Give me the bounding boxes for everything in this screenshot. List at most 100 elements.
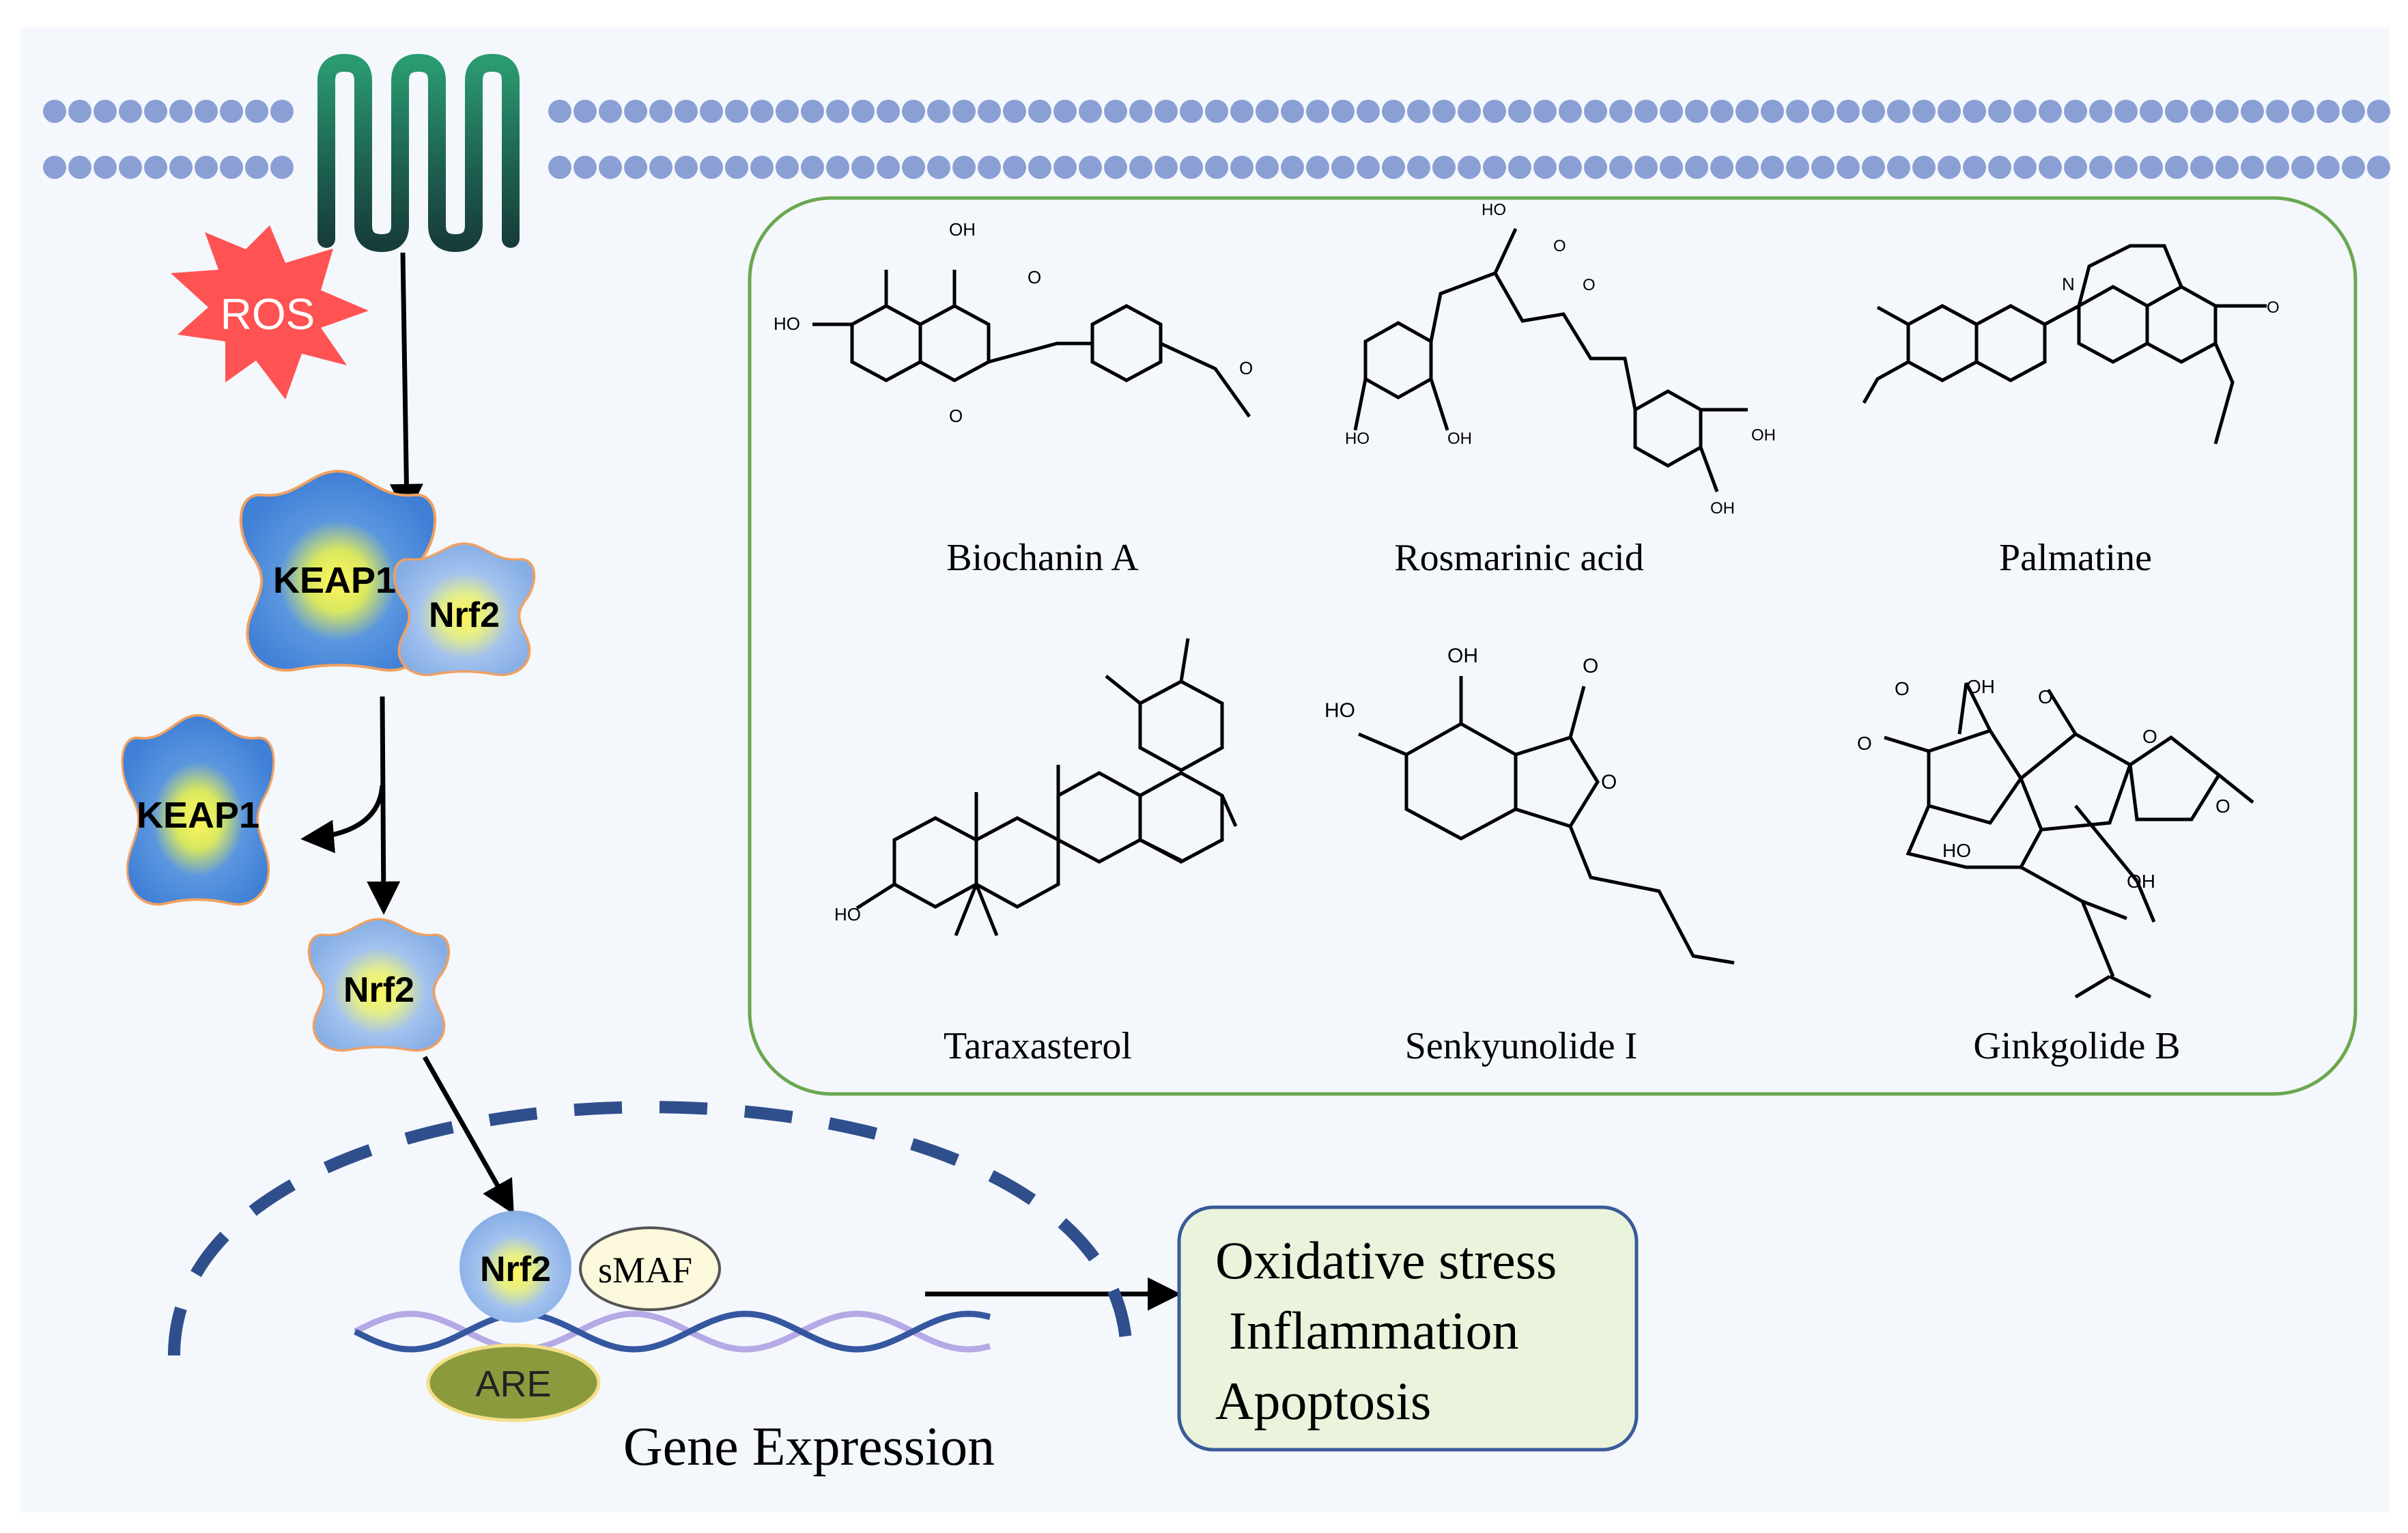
lipid-head — [2367, 156, 2390, 179]
lipid-head — [700, 156, 723, 179]
atom-biochanin-o-methoxy: O — [1239, 358, 1253, 378]
lipid-head — [1609, 156, 1632, 179]
gene-expression-label: Gene Expression — [623, 1417, 995, 1477]
lipid-head — [877, 156, 900, 179]
lipid-head — [725, 156, 748, 179]
lipid-head — [877, 100, 900, 123]
atom-ginkgolide-oh-bottom: OH — [2127, 871, 2155, 892]
lipid-head — [2291, 156, 2314, 179]
lipid-head — [776, 156, 799, 179]
lipid-head — [2215, 100, 2239, 123]
outcomes-box: Oxidative stress Inflammation Apoptosis — [1177, 1205, 1639, 1452]
ros-label: ROS — [221, 290, 315, 339]
lipid-head — [2367, 100, 2390, 123]
outcome-apoptosis: Apoptosis — [1215, 1371, 1431, 1431]
lipid-head — [2114, 156, 2138, 179]
lipid-head — [1862, 100, 1885, 123]
lipid-head — [2013, 156, 2037, 179]
atom-ginkgolide-o-top: O — [2038, 686, 2053, 707]
smaf-label: sMAF — [598, 1250, 692, 1291]
lipid-head — [2215, 156, 2239, 179]
lipid-head — [94, 100, 117, 123]
lipid-head — [649, 156, 672, 179]
lipid-head — [675, 156, 698, 179]
lipid-head — [144, 100, 167, 123]
lipid-head — [195, 156, 218, 179]
lipid-head — [1357, 100, 1380, 123]
keap1-nrf2-complex: KEAP1 Nrf2 — [239, 470, 536, 677]
lipid-head — [1912, 100, 1936, 123]
arrow-receptor-to-complex — [389, 252, 423, 518]
lipid-head — [776, 100, 799, 123]
lipid-head — [1736, 100, 1759, 123]
lipid-head — [725, 100, 748, 123]
lipid-head — [1104, 156, 1127, 179]
lipid-head — [1584, 156, 1607, 179]
lipid-head — [43, 156, 66, 179]
nuclear-nrf2: Nrf2 — [459, 1211, 571, 1323]
dna-strand-a — [353, 1310, 991, 1353]
lipid-head — [1104, 100, 1127, 123]
lipid-head — [169, 156, 193, 179]
structure-biochanin-a — [812, 270, 1251, 418]
lipid-head — [927, 156, 950, 179]
atom-palmatine-o-right: O — [2267, 298, 2280, 317]
lipid-head — [624, 156, 647, 179]
lipid-head — [1483, 100, 1506, 123]
lipid-head — [1407, 156, 1430, 179]
lipid-head — [2266, 156, 2289, 179]
lipid-head — [1609, 100, 1632, 123]
atom-ginkgolide-o-ring-right: O — [2142, 726, 2157, 747]
atom-ginkgolide-o-keto-right: O — [2215, 796, 2230, 817]
lipid-head — [902, 156, 925, 179]
lipid-head — [1357, 156, 1380, 179]
nrf2-free: Nrf2 — [307, 918, 451, 1052]
lipid-head — [1533, 156, 1557, 179]
lipid-head — [1938, 100, 1961, 123]
lipid-head — [1660, 156, 1683, 179]
atom-rosmarinic-oh-right-top: OH — [1751, 426, 1776, 445]
lipid-head — [1028, 100, 1051, 123]
lipid-head — [801, 156, 824, 179]
lipid-head — [2291, 100, 2314, 123]
lipid-head — [1811, 100, 1835, 123]
lipid-head — [1963, 156, 1986, 179]
atom-biochanin-o-ring: O — [949, 406, 963, 426]
dna-helix — [353, 1310, 991, 1353]
lipid-head — [43, 100, 66, 123]
lipid-head — [169, 100, 193, 123]
lipid-head — [649, 100, 672, 123]
keap1-free: KEAP1 — [121, 714, 275, 906]
lipid-head — [1407, 100, 1430, 123]
atom-rosmarinic-o-acid: O — [1553, 237, 1566, 255]
lipid-head — [750, 156, 774, 179]
lipid-head — [2342, 100, 2365, 123]
lipid-head — [1988, 100, 2011, 123]
lipid-head — [1786, 100, 1809, 123]
atom-rosmarinic-ho-left: HO — [1345, 430, 1370, 448]
ros-burst: ROS — [171, 225, 369, 399]
pathway-arrows — [300, 252, 1181, 1311]
lipid-head — [1837, 156, 1860, 179]
compound-panel: OH HO O O O HO O O HO OH OH OH N O — [748, 196, 2357, 1096]
lipid-head — [1887, 100, 1910, 123]
lipid-head — [2140, 100, 2163, 123]
lipid-head — [220, 100, 243, 123]
lipid-head — [2064, 156, 2087, 179]
lipid-head — [1634, 100, 1658, 123]
atom-rosmarinic-oh-left: OH — [1447, 430, 1472, 448]
lipid-head — [245, 156, 268, 179]
atom-rosmarinic-ho-acid: HO — [1482, 201, 1506, 219]
lipid-head — [1483, 156, 1506, 179]
lipid-head — [548, 100, 571, 123]
lipid-head — [952, 100, 976, 123]
lipid-head — [1938, 156, 1961, 179]
lipid-head — [1432, 100, 1456, 123]
lipid-head — [2013, 100, 2037, 123]
nrf2-bound-label: Nrf2 — [429, 595, 500, 635]
lipid-head — [826, 156, 849, 179]
lipid-head — [1736, 156, 1759, 179]
atom-ginkgolide-ho-bottom: HO — [1942, 840, 1971, 861]
lipid-head — [1180, 156, 1203, 179]
lipid-head — [1432, 156, 1456, 179]
